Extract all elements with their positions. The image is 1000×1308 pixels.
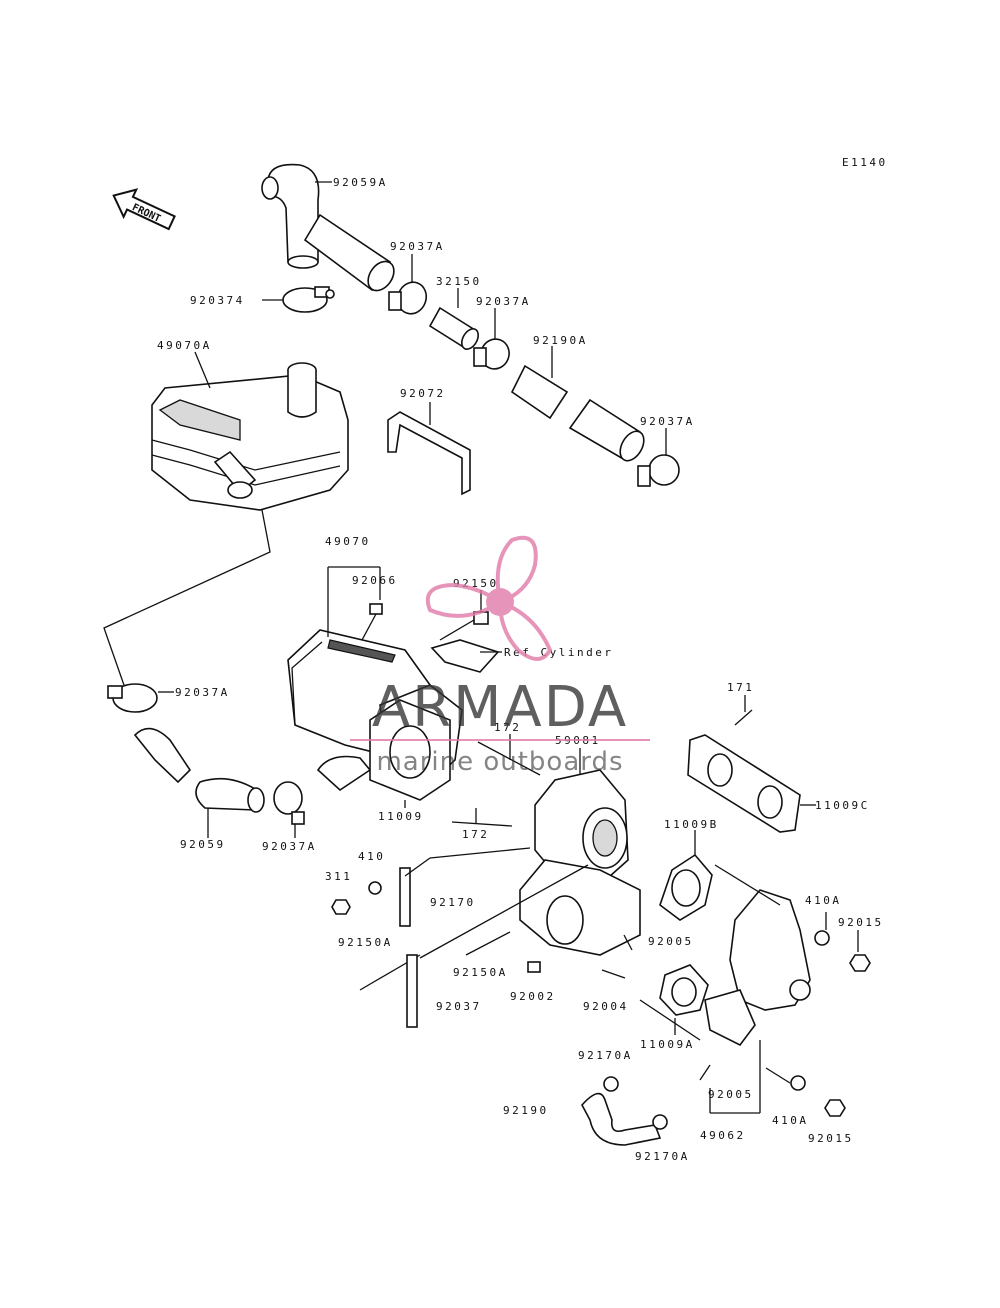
label-92005-1: 92005 <box>648 935 694 948</box>
washer-410 <box>368 881 382 895</box>
stud-92005-1 <box>623 934 633 951</box>
label-11009c: 11009C <box>815 799 870 812</box>
watermark-tagline: marine outboards <box>376 747 623 777</box>
label-171: 171 <box>727 681 754 694</box>
label-410: 410 <box>358 850 385 863</box>
clamp-92170a-1 <box>603 1076 619 1092</box>
label-92037: 92037 <box>436 1000 482 1013</box>
stud-92005-2 <box>699 1064 711 1081</box>
hose-clamp-5 <box>273 781 305 825</box>
bracket-92072 <box>387 411 471 496</box>
label-92066: 92066 <box>352 574 398 587</box>
label-92037a-1: 92037A <box>390 240 445 253</box>
hose-92190 <box>581 1092 662 1146</box>
elbow-hose-92059a <box>261 163 320 269</box>
label-92015-1: 92015 <box>838 916 884 929</box>
label-92072: 92072 <box>400 387 446 400</box>
label-92037a-4: 92037A <box>175 686 230 699</box>
stud-172-b <box>451 821 513 827</box>
washer-410a-1 <box>814 930 830 946</box>
clamp-92170a-2 <box>652 1114 668 1130</box>
label-92015-2: 92015 <box>808 1132 854 1145</box>
nut-92015-1 <box>849 954 871 972</box>
label-92190: 92190 <box>503 1104 549 1117</box>
bolt-92002 <box>527 961 541 973</box>
label-92037a-3: 92037A <box>640 415 695 428</box>
label-92004: 92004 <box>583 1000 629 1013</box>
hose-clamp-2 <box>473 338 510 370</box>
stud-92004 <box>601 969 626 979</box>
washer-410a-2 <box>790 1075 806 1091</box>
label-49070a: 49070A <box>157 339 212 352</box>
label-32150: 32150 <box>436 275 482 288</box>
straight-hose <box>303 213 395 292</box>
bracket-cylinder <box>430 639 500 673</box>
sleeve-32150 <box>428 306 479 350</box>
bolt-92066 <box>361 603 383 641</box>
label-920374: 920374 <box>190 294 245 307</box>
muffler-49070a <box>151 362 349 511</box>
diagram-id: E1140 <box>842 156 888 169</box>
gasket-11009a <box>659 964 709 1016</box>
armada-logo-icon <box>425 535 553 661</box>
hose-clamp-left <box>282 286 335 313</box>
label-92170a-1: 92170A <box>578 1049 633 1062</box>
exhaust-pipe-59081 <box>519 769 641 956</box>
label-92059a: 92059A <box>333 176 388 189</box>
stud-92037 <box>406 954 418 1028</box>
label-172-b: 172 <box>462 828 489 841</box>
nut-92015-2 <box>824 1099 846 1117</box>
stud-172-a <box>477 741 541 776</box>
stud-92170 <box>399 867 411 927</box>
label-92170a-2: 92170A <box>635 1150 690 1163</box>
hose-92190a <box>510 364 645 462</box>
watermark-brand: ARMADA <box>372 675 628 740</box>
label-311: 311 <box>325 870 352 883</box>
label-11009b: 11009B <box>664 818 719 831</box>
label-172-a: 172 <box>494 721 521 734</box>
label-92002: 92002 <box>510 990 556 1003</box>
hose-clamp-1 <box>388 281 428 315</box>
label-410a-1: 410A <box>805 894 842 907</box>
hose-92059 <box>133 727 372 813</box>
hose-clamp-3 <box>637 454 680 487</box>
label-49070: 49070 <box>325 535 371 548</box>
label-92190a: 92190A <box>533 334 588 347</box>
bolt-92150a-2 <box>465 931 511 956</box>
label-11009a: 11009A <box>640 1038 695 1051</box>
label-49062: 49062 <box>700 1129 746 1142</box>
stud-171 <box>734 709 753 726</box>
exhaust-pipe-49062 <box>704 889 811 1047</box>
label-92005-2: 92005 <box>708 1088 754 1101</box>
label-11009: 11009 <box>378 810 424 823</box>
label-92150a-1: 92150A <box>338 936 393 949</box>
label-92037a-2: 92037A <box>476 295 531 308</box>
label-92150a-2: 92150A <box>453 966 508 979</box>
label-92037a-5: 92037A <box>262 840 317 853</box>
hose-clamp-4 <box>107 683 158 713</box>
gasket-11009b <box>659 853 713 921</box>
label-92170: 92170 <box>430 896 476 909</box>
label-92059: 92059 <box>180 838 226 851</box>
front-arrow-icon: FRONT <box>112 188 176 231</box>
gasket-11009c <box>687 734 801 833</box>
nut-311 <box>331 899 351 915</box>
label-410a-2: 410A <box>772 1114 809 1127</box>
